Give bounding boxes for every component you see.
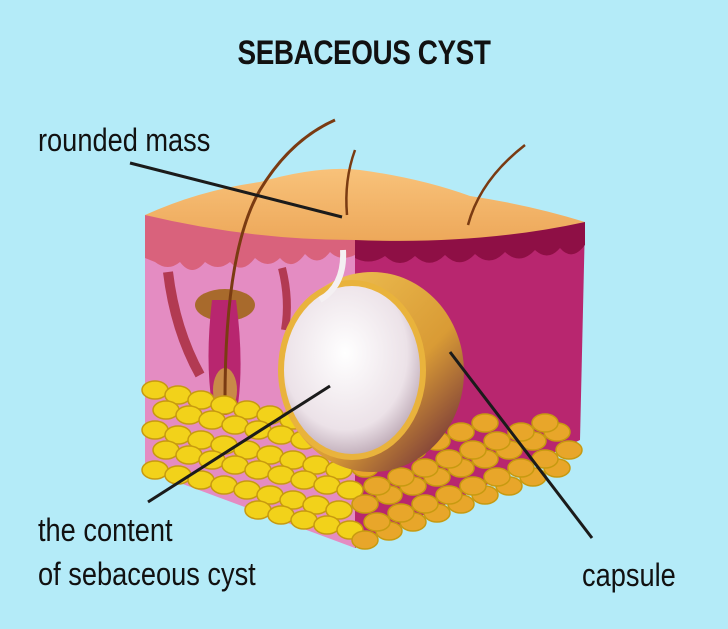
fat-globule xyxy=(555,440,583,460)
fat-globule xyxy=(198,410,226,430)
fat-globule xyxy=(244,460,272,480)
leader-line-rounded-mass xyxy=(129,161,343,219)
fat-globule xyxy=(325,500,353,520)
fat-globule xyxy=(290,470,318,490)
label-cyst-content: the content of sebaceous cyst xyxy=(38,508,256,596)
fat-globule xyxy=(507,458,535,478)
fat-globule xyxy=(141,460,169,480)
fat-globule xyxy=(363,512,391,532)
arrector-muscle xyxy=(278,267,291,331)
fat-globule xyxy=(435,449,463,469)
fat-globule xyxy=(221,455,249,475)
fat-globule xyxy=(221,415,249,435)
fat-globule xyxy=(459,476,487,496)
fat-globule xyxy=(313,475,341,495)
fat-globule xyxy=(387,503,415,523)
fat-globule xyxy=(267,465,295,485)
fat-globule xyxy=(351,530,379,550)
fat-globule xyxy=(411,494,439,514)
fat-globule xyxy=(267,505,295,525)
label-rounded-mass: rounded mass xyxy=(38,122,211,158)
fat-globule xyxy=(152,400,180,420)
fat-globule xyxy=(313,515,341,535)
fat-globule xyxy=(267,425,295,445)
fat-globule xyxy=(483,467,511,487)
hair-shaft xyxy=(223,118,336,401)
fat-globule xyxy=(387,467,415,487)
fat-globule xyxy=(210,475,238,495)
fat-globule xyxy=(175,405,203,425)
fat-globule xyxy=(336,480,364,500)
leader-line-content xyxy=(147,384,331,504)
fat-globule xyxy=(483,431,511,451)
leader-line-capsule xyxy=(448,351,594,539)
fat-globule xyxy=(351,494,379,514)
fat-globule xyxy=(175,445,203,465)
skin-surface xyxy=(145,168,585,241)
arrector-muscle xyxy=(163,271,205,378)
fat-globule xyxy=(459,440,487,460)
fat-globule xyxy=(233,480,261,500)
fat-globule xyxy=(141,420,169,440)
fat-globule xyxy=(447,422,475,442)
cyst-duct xyxy=(318,249,347,303)
fat-globule xyxy=(141,380,169,400)
fat-globule xyxy=(411,458,439,478)
label-cyst-content-line1: the content xyxy=(38,512,173,548)
fat-globule xyxy=(290,510,318,530)
hair xyxy=(466,144,526,226)
diagram-title: SEBACEOUS CYST xyxy=(237,34,491,72)
fat-globule xyxy=(435,485,463,505)
label-capsule: capsule xyxy=(582,557,676,593)
fat-globule xyxy=(531,413,559,433)
fat-globule xyxy=(363,476,391,496)
cyst-content xyxy=(284,286,420,454)
fat-globule xyxy=(471,413,499,433)
fat-globule xyxy=(152,440,180,460)
label-cyst-content-line2: of sebaceous cyst xyxy=(38,556,256,592)
hair xyxy=(345,149,357,216)
